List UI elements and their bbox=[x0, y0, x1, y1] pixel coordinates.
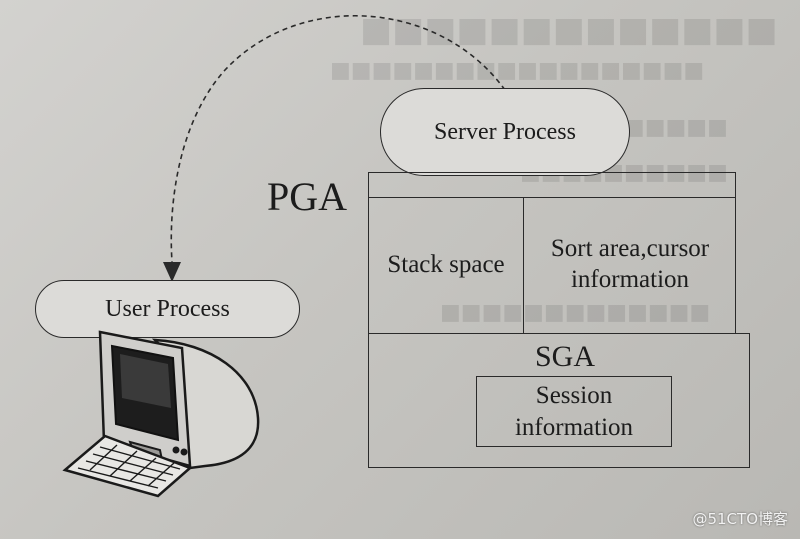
background-texture: ■■■■■■■■■■■■■■■■■■ bbox=[330, 58, 705, 83]
user-process-label: User Process bbox=[105, 295, 230, 322]
watermark: @51CTO博客 bbox=[692, 510, 788, 528]
sort-area-label: Sort area,cursor information bbox=[525, 226, 735, 302]
sort-area-line-2: information bbox=[570, 266, 690, 293]
user-process-pill: User Process bbox=[35, 280, 300, 338]
sga-label: SGA bbox=[534, 340, 595, 374]
server-process-label: Server Process bbox=[434, 118, 576, 145]
session-info-line-2: information bbox=[514, 413, 634, 441]
stack-space-label: Stack space bbox=[387, 251, 505, 279]
background-texture: ■■■■■■■■■■■■■ bbox=[360, 10, 778, 50]
session-info-label: Session information bbox=[478, 377, 670, 446]
sort-area-cell bbox=[523, 197, 736, 334]
computer-icon bbox=[62, 330, 260, 498]
session-info-box bbox=[476, 376, 672, 447]
background-texture: ■■■■■■■■■■■■■ bbox=[440, 300, 711, 325]
sort-area-line-1: Sort area,cursor bbox=[550, 234, 710, 262]
pga-label: PGA bbox=[266, 174, 348, 219]
session-info-line-1: Session bbox=[535, 382, 613, 410]
sga-box bbox=[368, 333, 750, 468]
server-process-pill: Server Process bbox=[380, 88, 630, 176]
